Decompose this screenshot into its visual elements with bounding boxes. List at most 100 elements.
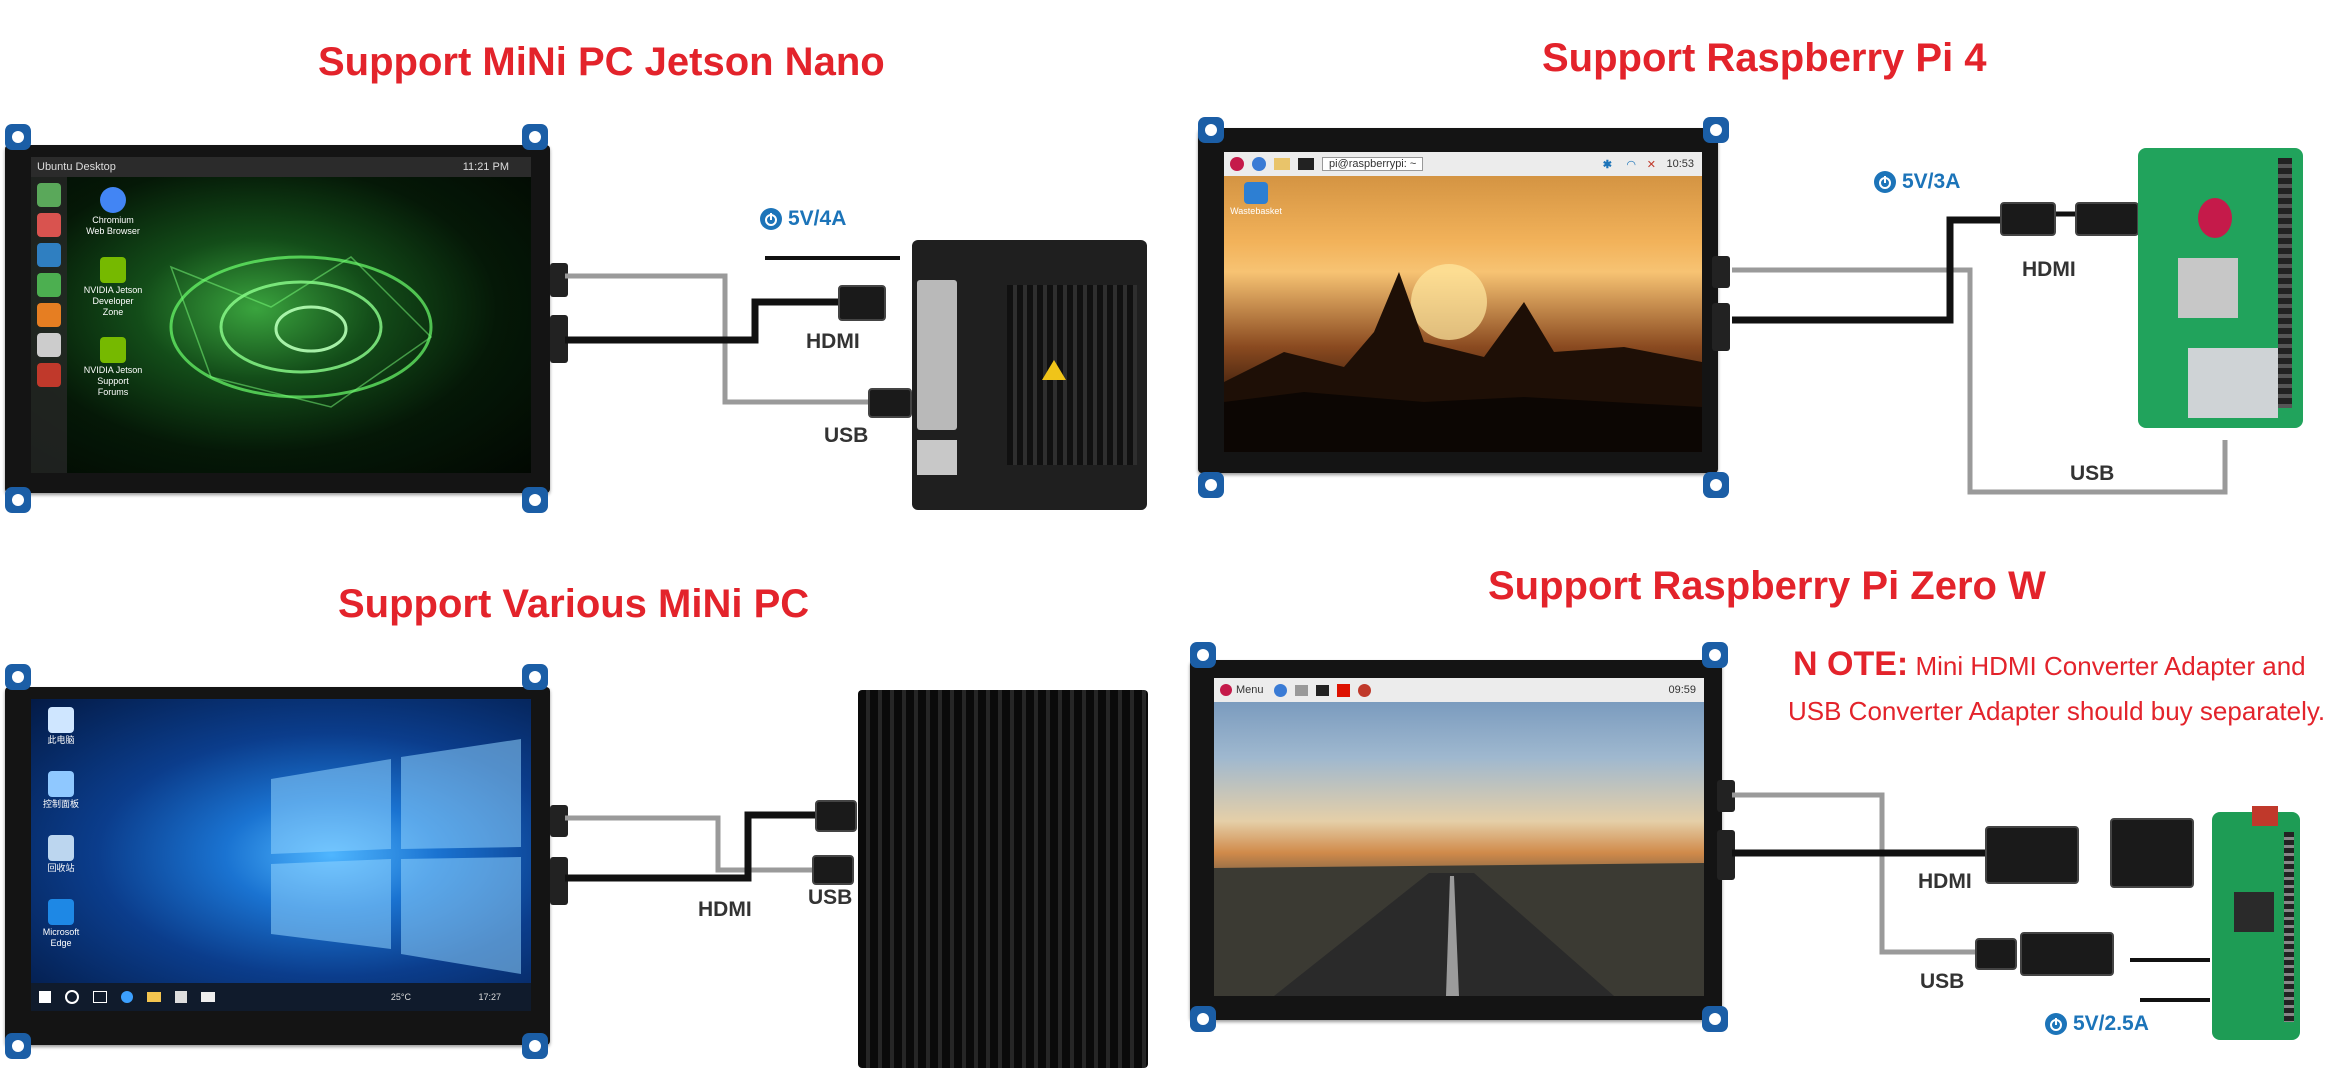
adapter-note-line1: N OTE: Mini HDMI Converter Adapter and [1793,645,2306,683]
warning-triangle [1042,360,1066,380]
desktop-icon-edge[interactable]: Microsoft Edge [31,899,91,949]
ubuntu-screen: Ubuntu Desktop 11:21 PM Chromium Web Bro… [31,157,531,473]
mount-tab [522,487,548,513]
usb-port [1717,830,1735,880]
mount-tab [1702,642,1728,668]
wolfram-icon[interactable] [1336,683,1350,697]
terminal-icon[interactable] [1315,684,1329,696]
ubuntu-top-bar: Ubuntu Desktop 11:21 PM [31,157,531,177]
usb-port [1712,303,1730,351]
launcher-icon [37,333,61,357]
weather-temp: 25°C [390,992,411,1002]
hdmi-plug [2000,202,2056,236]
note-prefix: N OTE: [1793,645,1909,683]
mount-tab [5,124,31,150]
title-raspberry-pi-4: Support Raspberry Pi 4 [1542,36,1987,80]
desktop-icon-nvidia-forums: NVIDIA Jetson Support Forums [83,337,143,398]
mathematica-icon[interactable] [1357,683,1371,697]
explorer-taskbar-icon[interactable] [147,992,161,1002]
raspberry-logo [2198,198,2232,238]
launcher-icon [37,273,61,297]
ubuntu-launcher [31,177,67,473]
usb-label: USB [1920,970,1965,993]
desktop-icon-nvidia-zone: NVIDIA Jetson Developer Zone [83,257,143,318]
bluetooth-icon[interactable]: ✱ [1602,158,1612,171]
raspberry-pi-4-board [2138,148,2303,428]
usb-otg-adapter [2020,932,2114,976]
power-label-jetson: 5V/4A [760,207,846,231]
heatsink [1007,285,1137,465]
wifi-icon[interactable]: ◠ [1626,158,1636,171]
usb-label: USB [2070,462,2115,485]
mount-tab [1198,117,1224,143]
desktop-icon-chromium: Chromium Web Browser [83,187,143,237]
sunset-landscape [1224,264,1702,452]
usb-port [550,857,568,905]
windows-taskbar: 25°C 17:27 [31,983,531,1011]
launcher-icon [37,303,61,327]
io-ports [917,280,957,430]
desktop-icon-recycle-bin[interactable]: 回收站 [31,835,91,874]
ubuntu-title: Ubuntu Desktop [37,161,116,173]
adapter-note-line2: USB Converter Adapter should buy separat… [1788,696,2325,726]
title-various-mini-pc: Support Various MiNi PC [338,582,810,626]
menu-button[interactable]: Menu [1236,684,1264,696]
search-icon[interactable] [65,990,79,1004]
desktop-icon-this-pc[interactable]: 此电脑 [31,707,91,746]
hdmi-label: HDMI [806,330,860,353]
usb-ports [2188,348,2278,418]
gpio-header [2284,832,2294,1022]
desktop-icon-control-panel[interactable]: 控制面板 [31,771,91,810]
jetson-nano-board [912,240,1147,510]
task-view-icon[interactable] [93,991,107,1003]
mount-tab [1703,472,1729,498]
raspberry-pi-zero-board [2212,806,2300,1040]
rpi4-clock: 10:53 [1666,158,1694,170]
mount-tab [5,664,31,690]
hdmi-plug [815,800,857,832]
mount-tab [1198,472,1224,498]
raspberry-icon[interactable] [1230,157,1244,171]
usb-plug [812,855,854,885]
hdmi-port [1712,256,1730,288]
hdmi-plug [1985,826,2079,884]
rpi4-taskbar: pi@raspberrypi: ~ ✱ ◠ ✕ 10:53 [1224,152,1702,176]
raspberry-menu-icon[interactable] [1220,684,1232,696]
globe-icon[interactable] [1252,157,1266,171]
start-icon[interactable] [39,991,51,1003]
power-icon [760,208,782,230]
terminal-task[interactable]: pi@raspberrypi: ~ [1322,157,1424,171]
edge-taskbar-icon[interactable] [121,991,133,1003]
rpi-zero-taskbar: Menu 09:59 [1214,678,1704,702]
mini-pc-case [858,690,1148,1068]
soc-chip [2234,892,2274,932]
mount-tab [522,664,548,690]
mount-tab [522,1033,548,1059]
monitor-windows: 此电脑 控制面板 回收站 Microsoft Edge 25°C 17:27 [5,687,568,1045]
globe-icon[interactable] [1273,683,1287,697]
mount-tab [522,124,548,150]
desktop-icon-wastebasket[interactable]: Wastebasket [1226,182,1286,217]
title-jetson-nano: Support MiNi PC Jetson Nano [318,40,885,84]
ethernet-port [917,440,957,475]
files-icon[interactable] [1294,684,1308,696]
usb-plug [868,388,912,418]
rpi4-screen: pi@raspberrypi: ~ ✱ ◠ ✕ 10:53 Wastebaske… [1224,152,1702,452]
store-taskbar-icon[interactable] [175,991,187,1003]
hdmi-label: HDMI [1918,870,1972,893]
volume-icon[interactable]: ✕ [1646,158,1656,171]
power-icon [1874,171,1896,193]
mount-tab [1702,1006,1728,1032]
folder-icon[interactable] [1274,158,1290,170]
mail-taskbar-icon[interactable] [201,992,215,1002]
windows-screen: 此电脑 控制面板 回收站 Microsoft Edge 25°C 17:27 [31,699,531,1011]
launcher-icon [37,213,61,237]
terminal-icon[interactable] [1298,158,1314,170]
mount-tab [1703,117,1729,143]
monitor-rpi-zero: Menu 09:59 [1190,660,1735,1020]
mount-tab [1190,1006,1216,1032]
launcher-icon [37,243,61,267]
mount-tab [5,1033,31,1059]
